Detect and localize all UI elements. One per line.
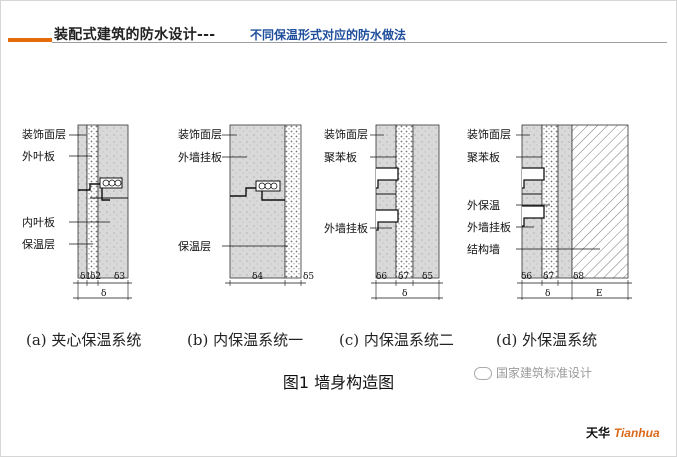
- panel-d-dim-e: E: [596, 289, 603, 299]
- panel-a-label-inner-leaf: 内叶板: [22, 215, 55, 229]
- panel-d-label-finish: 装饰面层: [467, 127, 511, 141]
- panel-b-dim-4: δ4: [252, 272, 263, 282]
- figure-caption: 图1 墙身构造图: [282, 373, 395, 392]
- panel-b-dim-5: δ5: [303, 272, 314, 282]
- logo-en: Tianhua: [613, 426, 660, 440]
- panel-a-label-insulation: 保温层: [22, 237, 55, 251]
- panel-b-section: [222, 124, 306, 286]
- panel-a-dim-2: δ2: [90, 272, 101, 282]
- panel-c-caption: (c) 内保温系统二: [339, 331, 454, 349]
- panel-c-dim-total: δ: [402, 289, 407, 299]
- panel-a-dim-total: δ: [101, 289, 106, 299]
- brand-logo: 天华 Tianhua: [586, 424, 660, 441]
- panel-c-section: [370, 124, 443, 300]
- panel-a-caption: (a) 夹心保温系统: [26, 331, 141, 349]
- slide-subtitle: 不同保温形式对应的防水做法: [250, 28, 407, 42]
- panel-d-section: [516, 124, 632, 300]
- panel-a-dim-3: δ3: [114, 272, 125, 282]
- panel-b-caption: (b) 内保温系统一: [187, 331, 303, 349]
- watermark: 国家建筑标准设计: [474, 364, 592, 381]
- panel-d-label-ext-insulation: 外保温: [467, 198, 500, 212]
- panel-b-label-cladding: 外墙挂板: [178, 150, 222, 164]
- panel-d-label-structural-wall: 结构墙: [467, 242, 500, 256]
- panel-c-label-eps: 聚苯板: [324, 150, 357, 164]
- panel-d-dim-8: δ8: [573, 272, 584, 282]
- watermark-text: 国家建筑标准设计: [496, 366, 593, 380]
- logo-cn: 天华: [586, 426, 611, 440]
- panel-d-label-eps: 聚苯板: [467, 150, 500, 164]
- panel-a-dim-1: δ1: [80, 272, 91, 282]
- slide-title: 装配式建筑的防水设计---: [54, 27, 216, 43]
- panel-b-label-insulation: 保温层: [178, 239, 211, 253]
- panel-d-label-cladding: 外墙挂板: [467, 220, 511, 234]
- slide-header: 装配式建筑的防水设计--- 不同保温形式对应的防水做法: [0, 24, 677, 44]
- panel-c-label-cladding: 外墙挂板: [324, 221, 368, 235]
- wechat-icon: [474, 367, 492, 380]
- panel-c-label-finish: 装饰面层: [324, 127, 368, 141]
- panel-a-label-finish: 装饰面层: [22, 127, 66, 141]
- title-accent-bar: [8, 38, 52, 42]
- panel-a-label-outer-leaf: 外叶板: [22, 149, 55, 163]
- panel-d-caption: (d) 外保温系统: [496, 331, 597, 349]
- panel-d-dim-6: δ6: [521, 272, 532, 282]
- panel-a-section: [69, 124, 132, 300]
- panel-d-dim-total: δ: [545, 289, 550, 299]
- panel-b-label-finish: 装饰面层: [178, 127, 222, 141]
- panel-c-dim-6: δ6: [376, 272, 387, 282]
- panel-d-dim-7: δ7: [543, 272, 554, 282]
- panel-c-dim-5: δ5: [422, 272, 433, 282]
- title-divider: [52, 42, 667, 43]
- panel-c-dim-7: δ7: [398, 272, 409, 282]
